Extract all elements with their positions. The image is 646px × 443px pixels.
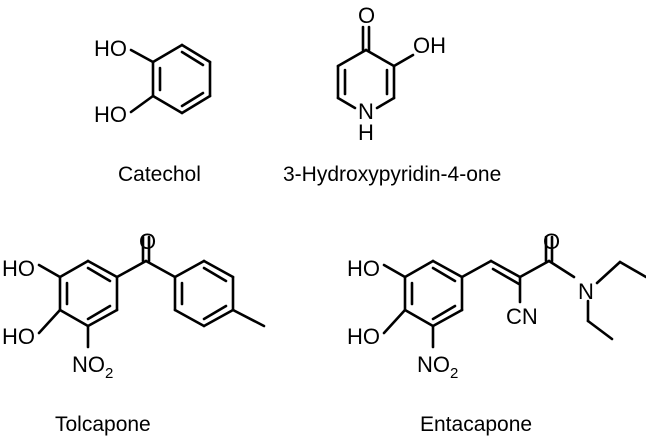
hydroxypyridinone-structure: O OH N H 3-Hydroxypyridin-4-one [283, 3, 501, 186]
pyridinone-oh-label: OH [413, 33, 446, 58]
catechol-structure: HO HO Catechol [94, 36, 212, 186]
catechol-oh-label-2: HO [94, 102, 127, 127]
entacapone-no2-label: NO2 [417, 352, 458, 382]
tolcapone-oh-label-2: HO [2, 324, 35, 349]
entacapone-amide-n-label: N [578, 279, 594, 304]
catechol-ring [151, 43, 212, 115]
hydroxypyridinone-name: 3-Hydroxypyridin-4-one [283, 163, 501, 186]
catechol-oh-label-1: HO [94, 36, 127, 61]
entacapone-cn-label: CN [506, 304, 538, 329]
tolcapone-catechol-ring [58, 259, 119, 328]
tolcapone-tolyl-ring [173, 259, 235, 328]
entacapone-oh-label-2: HO [347, 324, 380, 349]
tolcapone-name: Tolcapone [55, 413, 151, 436]
tolcapone-oh-label-1: HO [2, 256, 35, 281]
tolcapone-carbonyl-o-label: O [139, 229, 156, 254]
entacapone-name: Entacapone [420, 413, 532, 436]
hydroxypyridinone-ring [336, 48, 396, 110]
pyridinone-n-label: N [358, 99, 374, 124]
entacapone-catechol-ring [403, 259, 464, 328]
entacapone-oh-label-1: HO [347, 256, 380, 281]
tolcapone-structure: O HO HO NO2 Tolcapone [2, 229, 266, 436]
catechol-name: Catechol [118, 163, 201, 186]
tolcapone-no2-label: NO2 [72, 352, 113, 382]
pyridinone-oxo-label: O [358, 3, 375, 28]
pyridinone-h-label: H [358, 120, 374, 145]
entacapone-structure: O N CN HO HO NO2 Entacapone [347, 229, 646, 436]
entacapone-carbonyl-o-label: O [543, 229, 560, 254]
